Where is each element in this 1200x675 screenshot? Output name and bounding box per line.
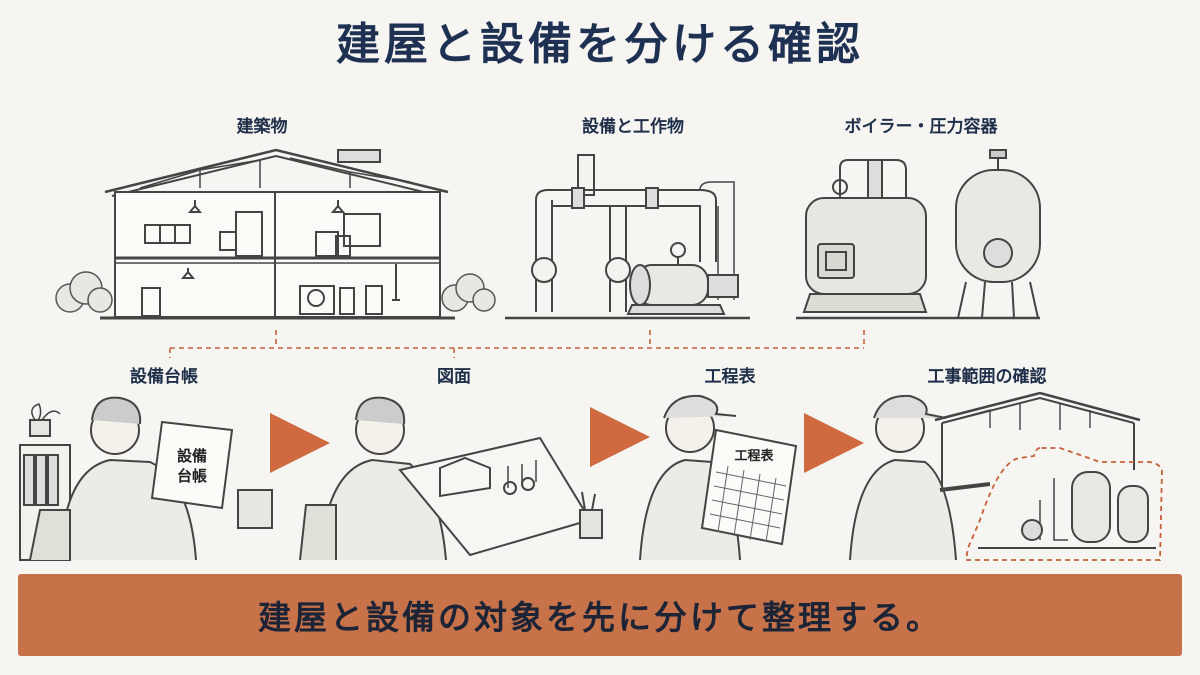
- label-boiler: ボイラー・圧力容器: [844, 117, 998, 137]
- ledger-book-text-2: 台帳: [177, 467, 207, 485]
- piping-illustration: [505, 154, 750, 320]
- building-illustration: [55, 148, 496, 320]
- label-step-scope: 工事範囲の確認: [927, 367, 1047, 387]
- page-title: 建屋と設備を分ける確認: [336, 19, 864, 70]
- shrub-icon: [55, 271, 496, 313]
- summary-banner: 建屋と設備の対象を先に分けて整理する。: [18, 574, 1182, 656]
- schedule-scene: 工程表: [639, 394, 798, 561]
- ledger-book-text-1: 設備: [177, 447, 207, 465]
- label-building: 建築物: [236, 117, 288, 137]
- label-equipment: 設備と工作物: [582, 117, 684, 137]
- scope-scene: [849, 391, 1163, 561]
- ledger-scene: 設備 台帳: [19, 396, 273, 561]
- schedule-sheet-title: 工程表: [734, 448, 774, 464]
- boiler-illustration: [796, 149, 1041, 320]
- label-step-schedule: 工程表: [704, 367, 756, 387]
- label-step-drawing: 図面: [437, 367, 471, 387]
- drawing-scene: [299, 396, 603, 561]
- label-step-ledger: 設備台帳: [130, 367, 198, 387]
- summary-banner-text: 建屋と設備の対象を先に分けて整理する。: [258, 598, 942, 637]
- connector-lines: [169, 330, 865, 358]
